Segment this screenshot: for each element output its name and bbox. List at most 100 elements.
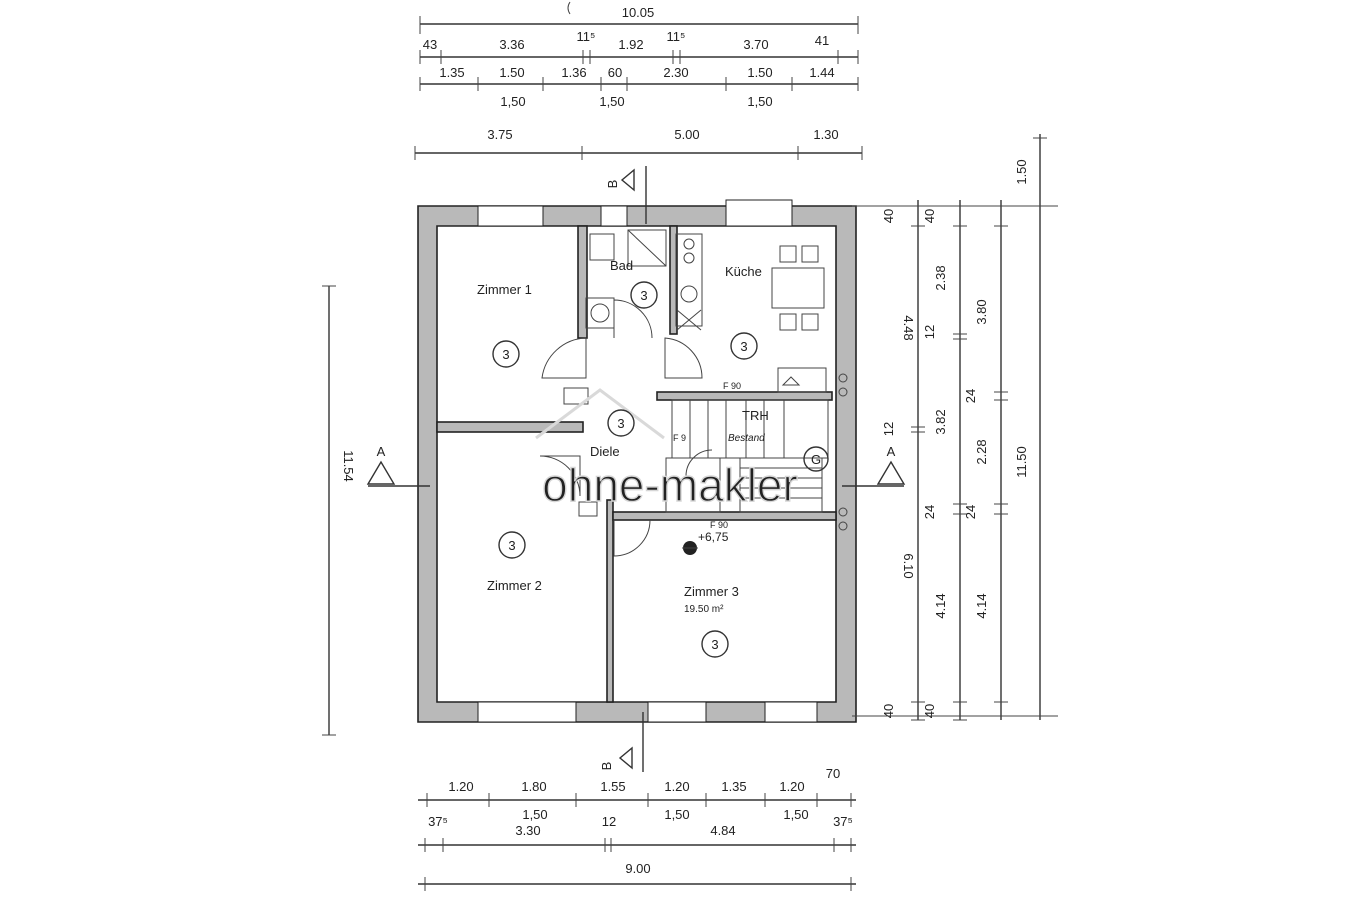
- dim-bottom-r3-3: 12: [602, 814, 616, 829]
- dim-right-c3-3: 2.28: [974, 439, 989, 464]
- room-label-bad: Bad: [610, 258, 633, 273]
- dim-top-r1-4: 1.92: [618, 37, 643, 52]
- dim-right-c1-4: 6.10: [901, 553, 916, 578]
- dim-bottom-r1-1: 1.20: [448, 779, 473, 794]
- dim-right-c2-5: 24: [922, 505, 937, 519]
- dim-left-overall: 11.54: [341, 450, 356, 482]
- dim-top-r1-6: 3.70: [743, 37, 768, 52]
- dim-top-r1-7: 41: [815, 33, 829, 48]
- dim-top-r2-7: 1.44: [809, 65, 834, 80]
- room-label-kueche: Küche: [725, 264, 762, 279]
- dim-top-r2-4: 60: [608, 65, 622, 80]
- section-label-a: A: [377, 444, 386, 459]
- dim-top-r3-3: 1,50: [747, 94, 772, 109]
- dim-top-r2-5: 2.30: [663, 65, 688, 80]
- room-label-diele: Diele: [590, 444, 620, 459]
- room-number: 3: [508, 538, 515, 553]
- dim-right-c4-2: 11.50: [1014, 446, 1029, 478]
- room-number: 3: [711, 637, 718, 652]
- room-label-zimmer-1: Zimmer 1: [477, 282, 532, 297]
- dim-top-r1-5: 11⁵: [667, 29, 686, 44]
- bottom-dimension-chains: 1.20 1.80 1.55 1.20 1.35 1.20 70 1,50 1,…: [418, 766, 856, 891]
- annotation-gas: G: [811, 452, 821, 467]
- annotations: TRH Bestand F 90 F 90 F 9 G +6,75: [673, 381, 829, 555]
- level-marker: +6,75: [698, 530, 729, 544]
- dim-bottom-r1-5: 1.35: [721, 779, 746, 794]
- dim-right-c3-5: 4.14: [974, 593, 989, 618]
- room-label-zimmer-3: Zimmer 3: [684, 584, 739, 599]
- dim-right-c2-7: 40: [922, 704, 937, 718]
- room-number: 3: [640, 288, 647, 303]
- room-labels: Zimmer 1 Zimmer 2 Zimmer 3 19.50 m² Küch…: [477, 258, 762, 615]
- top-dimension-chains: 10.05 43 3.36 11⁵ 1.92 11⁵ 3.70 41 1.35 …: [414, 1, 863, 160]
- annotation-f90-bottom: F 90: [710, 520, 728, 530]
- dim-bottom-r2-2: 1,50: [664, 807, 689, 822]
- annotation-f90-side: F 9: [673, 433, 686, 443]
- section-marker-a-left: A: [366, 444, 430, 487]
- room-number: 3: [502, 347, 509, 362]
- right-dimension-chains: 40 4.48 12 6.10 40 40 2.38 12 3.82 24 4.…: [852, 134, 1058, 721]
- dim-right-c3-4: 24: [963, 505, 978, 519]
- dim-bottom-r2-1: 1,50: [522, 807, 547, 822]
- dim-top-r3-2: 1,50: [599, 94, 624, 109]
- dim-top-r1-1: 43: [423, 37, 437, 52]
- room-marker-kueche: 3: [730, 332, 758, 360]
- dim-top-r1-3: 11⁵: [577, 29, 596, 44]
- left-dimension: 11.54: [322, 285, 356, 736]
- interior-fixtures: [539, 229, 848, 557]
- section-markers: A A B B: [366, 166, 906, 772]
- dim-top-r2-3: 1.36: [561, 65, 586, 80]
- annotation-trh: TRH: [742, 408, 769, 423]
- section-label-a: A: [887, 444, 896, 459]
- dim-top-overall: 10.05: [622, 5, 655, 20]
- dim-bottom-overall: 9.00: [625, 861, 650, 876]
- dim-bottom-r2-3: 1,50: [783, 807, 808, 822]
- dim-bottom-r1-6: 1.20: [779, 779, 804, 794]
- dim-bottom-r1-7: 70: [826, 766, 840, 781]
- section-marker-b-top: B: [605, 166, 647, 224]
- dim-right-c1-3: 12: [881, 422, 896, 436]
- room-marker-diele: 3: [607, 409, 635, 437]
- dim-right-c2-1: 40: [922, 209, 937, 223]
- room-number: 3: [617, 416, 624, 431]
- dim-bottom-r1-2: 1.80: [521, 779, 546, 794]
- section-label-b: B: [599, 762, 614, 771]
- room-area-zimmer-3: 19.50 m²: [684, 604, 724, 615]
- dim-right-c3-1: 3.80: [974, 299, 989, 324]
- dim-bottom-r3-5: 37⁵: [833, 814, 853, 829]
- dim-top-r2-6: 1.50: [747, 65, 772, 80]
- dim-bottom-r3-4: 4.84: [710, 823, 735, 838]
- room-marker-zimmer-2: 3: [498, 531, 526, 559]
- room-marker-zimmer-3: 3: [701, 630, 729, 658]
- room-number-markers: 3 3 3 3 3 3: [492, 281, 758, 658]
- dim-bottom-r1-3: 1.55: [600, 779, 625, 794]
- dim-right-c4-1: 1.50: [1014, 159, 1029, 184]
- dim-top-r2-1: 1.35: [439, 65, 464, 80]
- dim-top-r3-1: 1,50: [500, 94, 525, 109]
- annotation-f90-top: F 90: [723, 381, 741, 391]
- watermark-logo: ohne-makler: [535, 388, 799, 512]
- section-marker-b-bottom: B: [599, 712, 644, 772]
- dim-bottom-r3-1: 37⁵: [428, 814, 448, 829]
- section-marker-a-right: A: [842, 444, 906, 487]
- dim-top-r4-2: 5.00: [674, 127, 699, 142]
- dim-right-c2-3: 12: [922, 325, 937, 339]
- dim-top-r2-2: 1.50: [499, 65, 524, 80]
- dim-bottom-r3-2: 3.30: [515, 823, 540, 838]
- room-marker-bad: 3: [630, 281, 658, 309]
- section-label-b: B: [605, 180, 620, 189]
- dim-right-c1-5: 40: [881, 704, 896, 718]
- room-marker-zimmer-1: 3: [492, 340, 520, 368]
- dim-right-c3-2: 24: [963, 389, 978, 403]
- dim-right-c1-1: 40: [881, 209, 896, 223]
- dim-top-r4-1: 3.75: [487, 127, 512, 142]
- room-number: 3: [740, 339, 747, 354]
- dim-right-c2-6: 4.14: [933, 593, 948, 618]
- annotation-bestand: Bestand: [728, 433, 765, 444]
- dim-top-r1-2: 3.36: [499, 37, 524, 52]
- dim-top-r4-3: 1.30: [813, 127, 838, 142]
- watermark-text: ohne-makler: [542, 459, 798, 511]
- room-label-zimmer-2: Zimmer 2: [487, 578, 542, 593]
- dim-right-c1-2: 4.48: [901, 315, 916, 340]
